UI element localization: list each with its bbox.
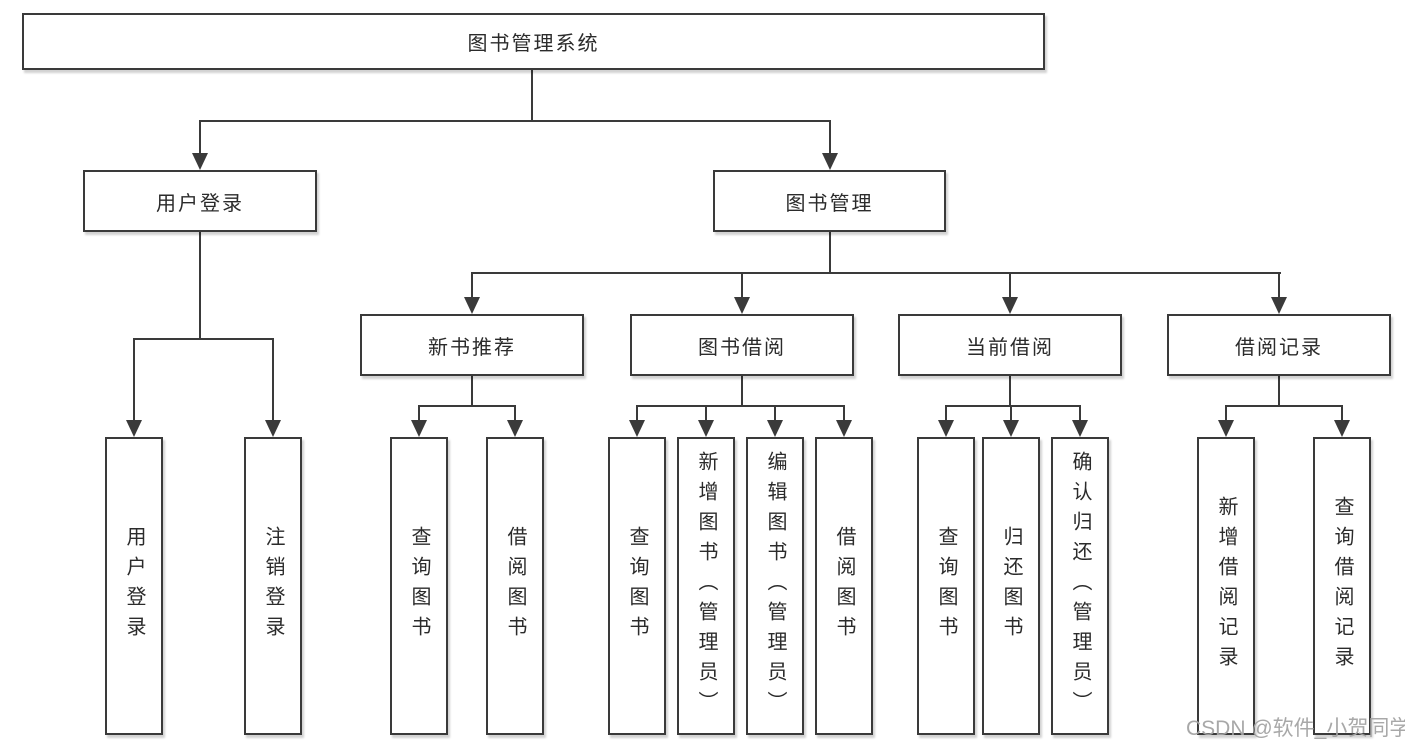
node-book-borrow-label: 图书借阅 xyxy=(698,336,786,359)
connector-line xyxy=(636,407,638,421)
node-borrow-records: 借阅记录 xyxy=(1167,314,1391,376)
connector-line xyxy=(514,407,516,421)
node-root-label: 图书管理系统 xyxy=(467,33,600,55)
connector-line xyxy=(1278,376,1280,407)
node-book-borrow: 图书借阅 xyxy=(630,314,854,376)
node-borrow-add-admin: 新增图书（管理员） xyxy=(677,437,735,735)
connector-line xyxy=(1225,407,1227,421)
node-newbook-query: 查询图书 xyxy=(390,437,448,735)
connector-line xyxy=(829,232,831,274)
node-logout-action: 注销登录 xyxy=(244,437,302,735)
node-borrow-book-label: 借阅图书 xyxy=(833,526,855,646)
arrow-down-icon xyxy=(507,420,523,437)
node-new-book-rec-label: 新书推荐 xyxy=(428,336,516,359)
connector-line xyxy=(741,274,743,298)
arrow-down-icon xyxy=(265,420,281,437)
arrow-down-icon xyxy=(629,420,645,437)
node-current-borrow-label: 当前借阅 xyxy=(966,336,1054,359)
arrow-down-icon xyxy=(734,297,750,314)
connector-line xyxy=(133,340,135,421)
node-current-borrow: 当前借阅 xyxy=(898,314,1122,376)
node-borrow-records-label: 借阅记录 xyxy=(1235,336,1323,359)
connector-line xyxy=(741,376,743,407)
node-current-confirm-admin: 确认归还（管理员） xyxy=(1051,437,1109,735)
connector-line xyxy=(471,274,473,298)
connector-line xyxy=(199,120,831,122)
connector-line xyxy=(1225,405,1343,407)
node-book-management: 图书管理 xyxy=(713,170,946,232)
connector-line xyxy=(418,405,516,407)
node-current-query: 查询图书 xyxy=(917,437,975,735)
node-new-book-rec: 新书推荐 xyxy=(360,314,584,376)
node-borrow-book: 借阅图书 xyxy=(815,437,873,735)
connector-line xyxy=(705,407,707,421)
connector-line xyxy=(272,340,274,421)
node-current-confirm-admin-label: 确认归还（管理员） xyxy=(1069,451,1091,721)
node-current-return: 归还图书 xyxy=(982,437,1040,735)
node-borrow-add-admin-label: 新增图书（管理员） xyxy=(695,451,717,721)
connector-line xyxy=(1009,274,1011,298)
connector-line xyxy=(829,122,831,154)
node-user-login-action-label: 用户登录 xyxy=(123,526,145,646)
node-newbook-query-label: 查询图书 xyxy=(408,526,430,646)
connector-line xyxy=(418,407,420,421)
node-newbook-borrow: 借阅图书 xyxy=(486,437,544,735)
node-borrow-query-label: 查询图书 xyxy=(626,526,648,646)
connector-line xyxy=(1079,407,1081,421)
connector-line xyxy=(199,232,201,340)
arrow-down-icon xyxy=(464,297,480,314)
arrow-down-icon xyxy=(836,420,852,437)
node-user-login-label: 用户登录 xyxy=(156,192,244,215)
connector-line xyxy=(774,407,776,421)
connector-line xyxy=(945,407,947,421)
arrow-down-icon xyxy=(1271,297,1287,314)
node-root: 图书管理系统 xyxy=(22,13,1045,70)
arrow-down-icon xyxy=(822,153,838,170)
arrow-down-icon xyxy=(1334,420,1350,437)
node-newbook-borrow-label: 借阅图书 xyxy=(504,526,526,646)
connector-line xyxy=(1010,407,1012,421)
node-current-query-label: 查询图书 xyxy=(935,526,957,646)
arrow-down-icon xyxy=(411,420,427,437)
arrow-down-icon xyxy=(1072,420,1088,437)
watermark: CSDN @软件_小贺同学 xyxy=(1186,717,1405,740)
arrow-down-icon xyxy=(767,420,783,437)
arrow-down-icon xyxy=(1003,420,1019,437)
connector-line xyxy=(1278,274,1280,298)
node-borrow-edit-admin: 编辑图书（管理员） xyxy=(746,437,804,735)
connector-line xyxy=(636,405,845,407)
connector-line xyxy=(471,272,1281,274)
node-user-login-action: 用户登录 xyxy=(105,437,163,735)
node-logout-action-label: 注销登录 xyxy=(262,526,284,646)
node-book-management-label: 图书管理 xyxy=(785,192,874,215)
arrow-down-icon xyxy=(126,420,142,437)
connector-line xyxy=(843,407,845,421)
connector-line xyxy=(531,70,533,122)
arrow-down-icon xyxy=(938,420,954,437)
connector-line xyxy=(1009,376,1011,407)
connector-line xyxy=(133,338,274,340)
node-record-add-label: 新增借阅记录 xyxy=(1215,496,1237,676)
arrow-down-icon xyxy=(698,420,714,437)
connector-line xyxy=(945,405,1081,407)
node-record-query: 查询借阅记录 xyxy=(1313,437,1371,735)
node-borrow-query: 查询图书 xyxy=(608,437,666,735)
connector-line xyxy=(199,122,201,154)
node-borrow-edit-admin-label: 编辑图书（管理员） xyxy=(764,451,786,721)
arrow-down-icon xyxy=(1218,420,1234,437)
arrow-down-icon xyxy=(1002,297,1018,314)
node-user-login: 用户登录 xyxy=(83,170,317,232)
node-record-query-label: 查询借阅记录 xyxy=(1331,496,1353,676)
arrow-down-icon xyxy=(192,153,208,170)
connector-line xyxy=(471,376,473,407)
connector-line xyxy=(1341,407,1343,421)
node-record-add: 新增借阅记录 xyxy=(1197,437,1255,735)
node-current-return-label: 归还图书 xyxy=(1000,526,1022,646)
